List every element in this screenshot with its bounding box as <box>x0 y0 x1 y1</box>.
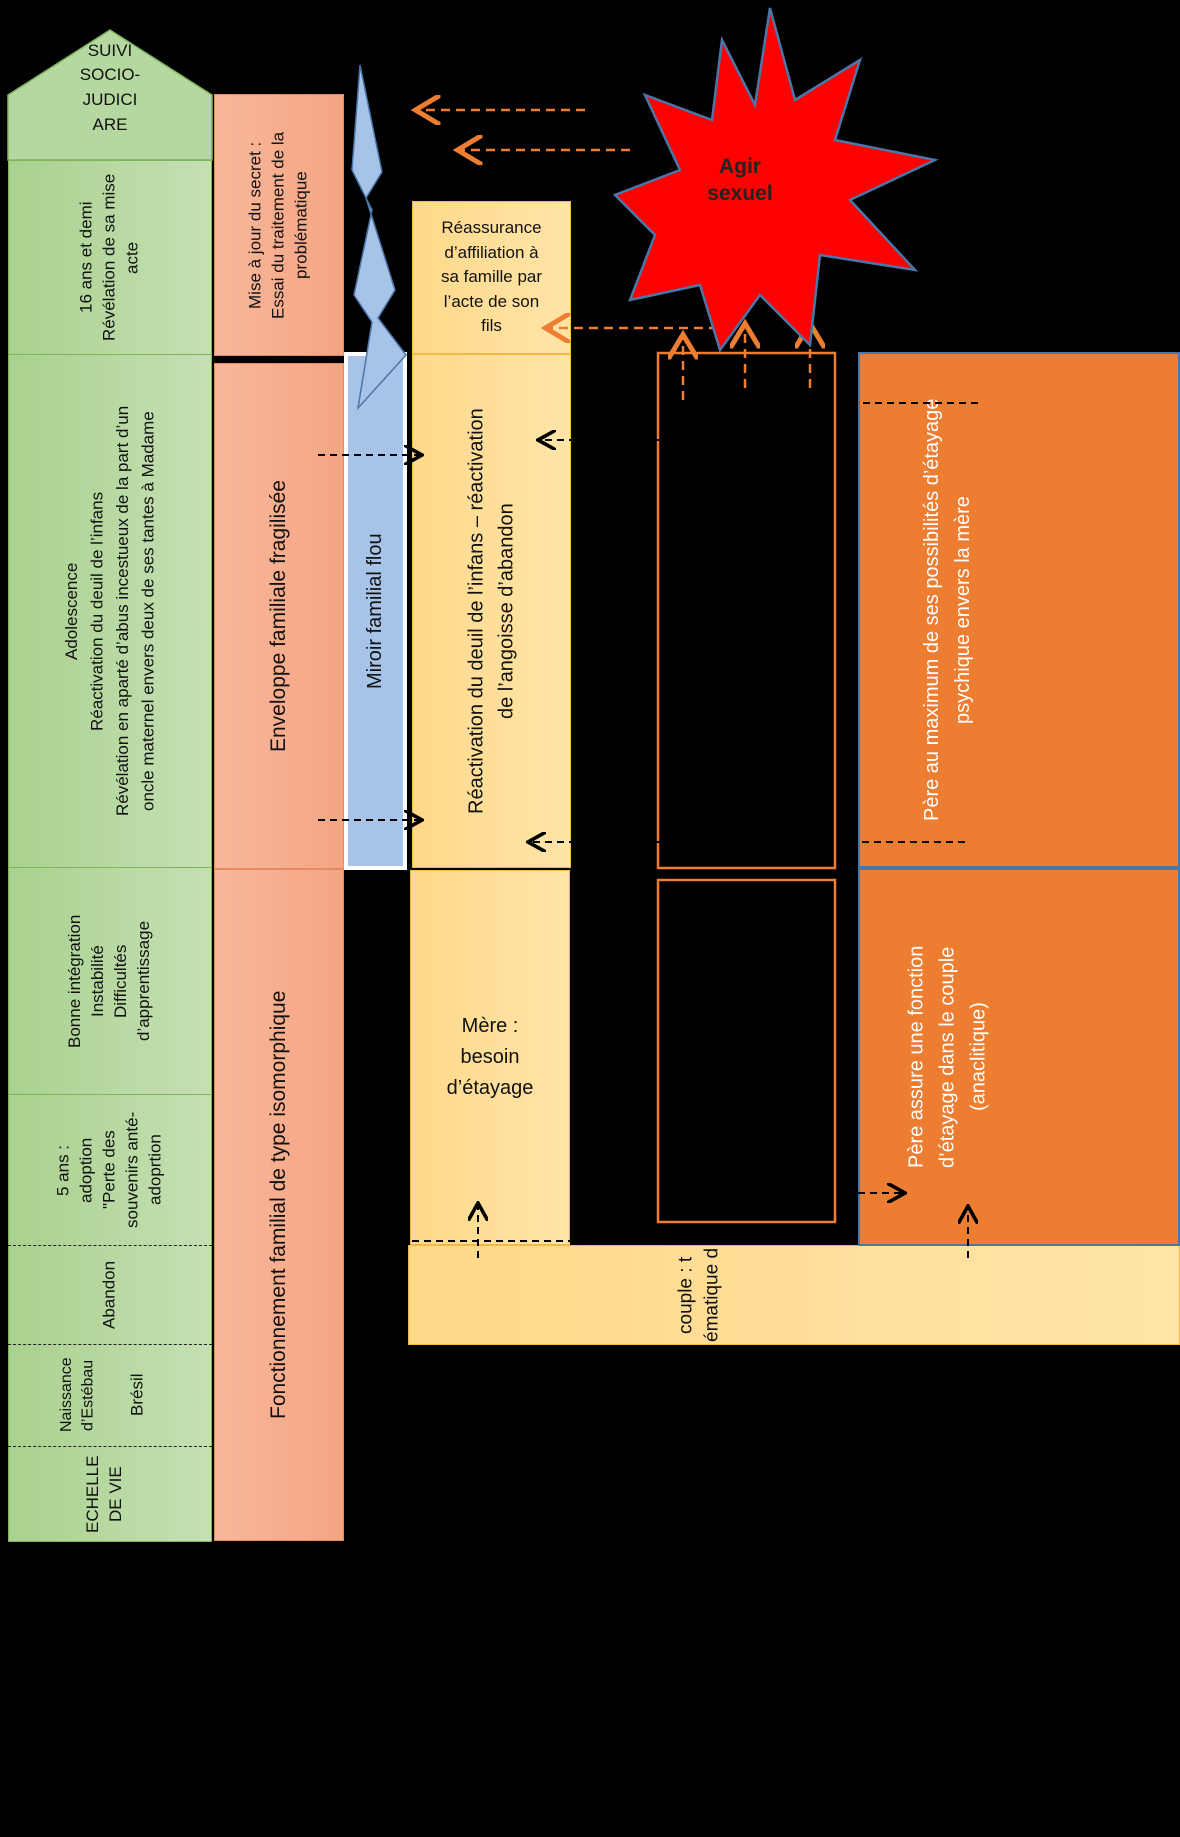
need-text: Mère : besoin d’étayage <box>446 1015 534 1099</box>
lightning-bolt-shape <box>351 64 407 411</box>
suivi-label: SUIVI SOCIO- JUDICI ARE <box>79 40 141 134</box>
divider <box>8 867 212 868</box>
agir-sexuel-burst-shape <box>612 7 939 353</box>
father-function-box <box>858 868 1180 1246</box>
isomorphic-box <box>214 869 344 1541</box>
secret-box <box>214 94 344 356</box>
life-scale-column <box>8 160 212 1542</box>
need-box <box>410 870 570 1245</box>
divider <box>8 1344 212 1345</box>
mirror-box <box>344 352 407 870</box>
agir-sexuel-label: Agir sexuel <box>707 154 773 205</box>
suivi-house-shape <box>7 29 213 161</box>
divider <box>8 1446 212 1447</box>
father-maximum-box <box>858 352 1180 868</box>
divider <box>8 1094 212 1095</box>
envelope-box <box>214 363 344 869</box>
divider <box>8 1245 212 1246</box>
couple-outline-upper <box>656 351 837 870</box>
couple-outline-lower <box>656 878 837 1224</box>
reassurance-text: Réassurance d’affiliation à sa famille p… <box>440 217 543 336</box>
divider <box>8 354 212 355</box>
